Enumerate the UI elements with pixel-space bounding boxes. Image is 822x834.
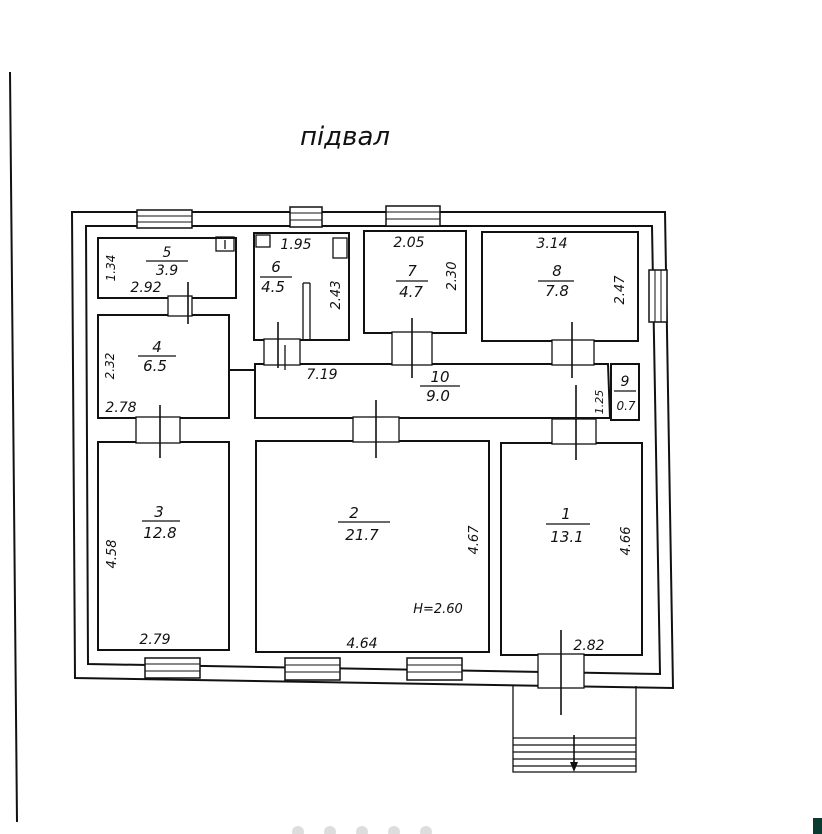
room-4-dim-side: 2.32 <box>103 353 117 380</box>
room-3-dim-side: 4.58 <box>105 540 120 569</box>
room-8-area: 7.8 <box>545 282 569 300</box>
room-6-number: 6 <box>271 258 281 276</box>
room-8-number: 8 <box>552 262 562 280</box>
room-5-outline <box>97 237 237 299</box>
room-1-dim-side: 4.66 <box>619 527 634 556</box>
room-9-number: 9 <box>621 374 630 390</box>
window-bottom-1 <box>144 657 201 679</box>
room-8-dim-side: 2.47 <box>613 275 628 305</box>
room-9-area: 0.7 <box>616 399 635 413</box>
fixture-room-6 <box>255 234 271 248</box>
room-10-area: 9.0 <box>426 387 450 405</box>
room-10-dim-width: 7.19 <box>306 367 337 383</box>
room-2-number: 2 <box>349 504 359 522</box>
window-bottom-2 <box>284 657 341 681</box>
plan-title: підвал <box>300 122 390 152</box>
room-2-dim-width: 4.64 <box>346 636 377 652</box>
outer-wall-inner <box>84 225 662 676</box>
window-top-1 <box>136 209 193 229</box>
room-6-outline <box>253 232 350 341</box>
room-3-number: 3 <box>154 503 164 521</box>
window-right <box>648 269 668 323</box>
outer-wall-outer <box>70 211 675 690</box>
scan-artifacts <box>292 826 432 834</box>
fixture-room-5 <box>215 236 235 252</box>
room-6-dim-side: 2.43 <box>329 281 344 310</box>
room-1-number: 1 <box>561 505 571 523</box>
room-5-number: 5 <box>163 245 172 261</box>
room-5-dim-width: 2.92 <box>130 280 161 296</box>
room-2-dim-side: 4.67 <box>467 525 482 555</box>
room-7-dim-side: 2.30 <box>445 262 460 291</box>
window-top-2 <box>289 206 323 228</box>
room-7-number: 7 <box>407 262 417 280</box>
room-5-area: 3.9 <box>156 263 178 279</box>
page-edge-line <box>9 71 18 823</box>
room-10-number: 10 <box>430 368 449 386</box>
window-bottom-3 <box>406 657 463 681</box>
ceiling-height-note: H=2.60 <box>413 602 463 617</box>
stairs-arrow-icon <box>570 762 578 772</box>
door-arrows <box>159 282 577 768</box>
room-2-outline <box>255 440 490 653</box>
room-9-outline <box>610 363 640 421</box>
room-4-area: 6.5 <box>143 357 167 375</box>
room-3-area: 12.8 <box>143 524 176 542</box>
room-7-area: 4.7 <box>399 283 423 301</box>
entrance-stairs <box>512 686 637 773</box>
doorways <box>135 295 597 689</box>
room-1-area: 13.1 <box>550 528 583 546</box>
room-8-dim-width: 3.14 <box>536 236 567 252</box>
sink-room-6 <box>332 237 348 259</box>
room-4-dim-width: 2.78 <box>105 400 136 416</box>
room-4-number: 4 <box>152 338 162 356</box>
room-3-dim-width: 2.79 <box>139 632 170 648</box>
room-7-dim-width: 2.05 <box>393 235 424 251</box>
room-6-dim-width: 1.95 <box>280 237 311 253</box>
room-6-area: 4.5 <box>261 278 285 296</box>
corner-mark <box>813 818 822 834</box>
room-2-area: 21.7 <box>345 526 379 544</box>
room-5-dim-side: 1.34 <box>104 255 118 282</box>
room-9-dim-side: 1.25 <box>593 390 606 415</box>
room-1-dim-width: 2.82 <box>573 638 604 654</box>
window-top-3 <box>385 205 441 227</box>
